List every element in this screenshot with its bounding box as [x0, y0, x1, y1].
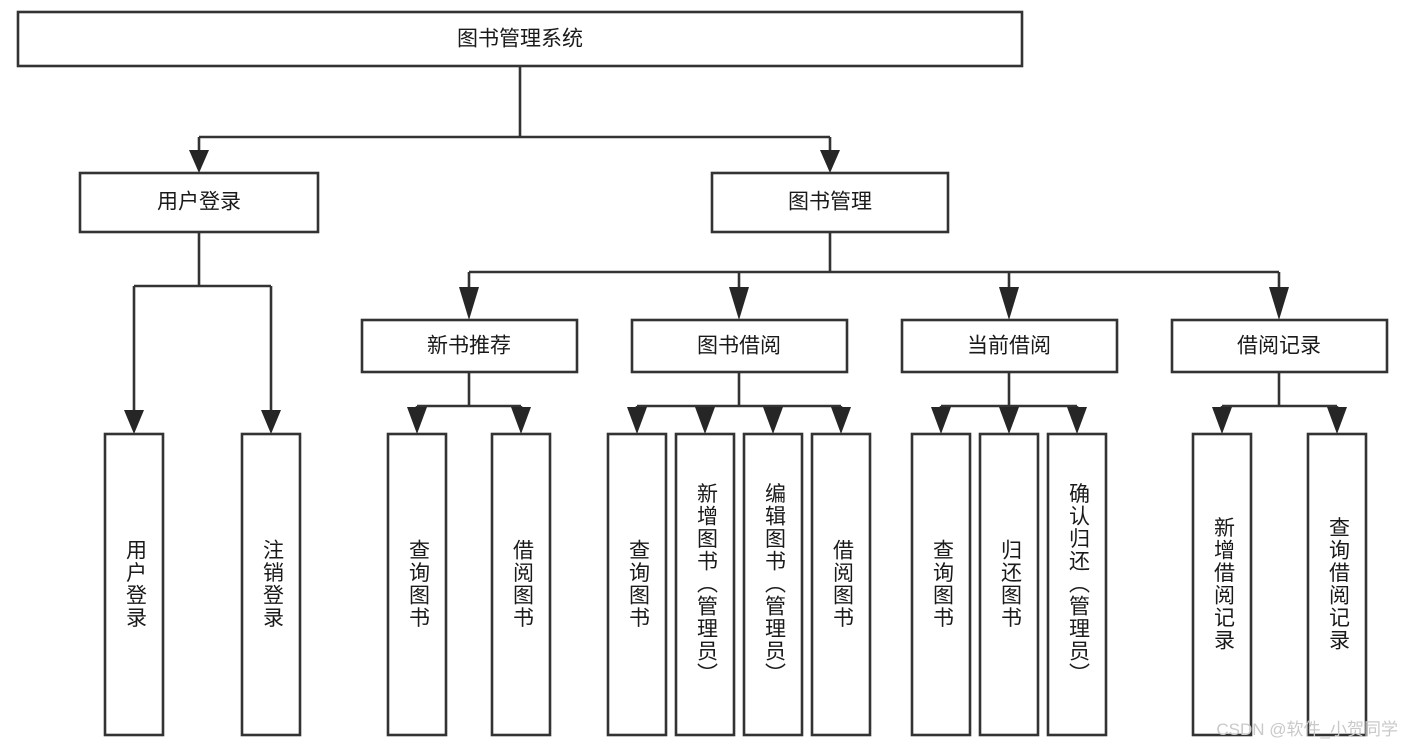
- arrowhead-user-login: [189, 150, 209, 173]
- arrowhead-leaf-borrow-book-2: [831, 407, 851, 434]
- node-leaf-add-book-box[interactable]: [674, 432, 736, 737]
- node-borrow-record[interactable]: 借阅记录: [1170, 318, 1389, 374]
- node-leaf-user-logout-label: 注销登录: [260, 539, 284, 629]
- arrowhead-leaf-borrow-book-1: [511, 407, 531, 434]
- arrowhead-leaf-confirm-return: [1067, 407, 1087, 434]
- node-leaf-add-book[interactable]: 新增图书（管理员）: [674, 432, 736, 737]
- node-leaf-user-login-box[interactable]: [103, 432, 165, 737]
- node-book-manage[interactable]: 图书管理: [710, 171, 950, 234]
- node-borrow-record-label: 借阅记录: [1237, 335, 1321, 358]
- node-leaf-query-book-3[interactable]: 查询图书: [910, 432, 972, 737]
- node-current-borrow-box[interactable]: [900, 318, 1119, 374]
- node-leaf-user-login[interactable]: 用户登录: [103, 432, 165, 737]
- node-leaf-query-book-1[interactable]: 查询图书: [386, 432, 448, 737]
- arrowhead-leaf-add-borrow-record: [1212, 407, 1232, 434]
- arrowhead-leaf-query-book-3: [931, 407, 951, 434]
- node-current-borrow-label: 当前借阅: [967, 335, 1051, 358]
- node-user-login[interactable]: 用户登录: [78, 171, 320, 234]
- node-leaf-return-book[interactable]: 归还图书: [978, 432, 1040, 737]
- node-root[interactable]: 图书管理系统: [16, 10, 1024, 68]
- node-leaf-query-book-2[interactable]: 查询图书: [606, 432, 668, 737]
- node-root-label: 图书管理系统: [457, 28, 583, 51]
- node-leaf-confirm-return[interactable]: 确认归还（管理员）: [1046, 432, 1108, 737]
- node-book-borrow[interactable]: 图书借阅: [630, 318, 849, 374]
- node-user-login-box[interactable]: [78, 171, 320, 234]
- arrowhead-book-manage: [820, 150, 840, 173]
- arrowhead-current-borrow: [999, 287, 1019, 320]
- arrowhead-leaf-query-borrow-record: [1327, 407, 1347, 434]
- node-leaf-edit-book-label: 编辑图书（管理员）: [762, 483, 786, 686]
- node-leaf-confirm-return-box[interactable]: [1046, 432, 1108, 737]
- node-leaf-query-book-3-box[interactable]: [910, 432, 972, 737]
- node-leaf-query-book-1-label: 查询图书: [406, 539, 430, 629]
- node-book-manage-box[interactable]: [710, 171, 950, 234]
- arrowhead-leaf-return-book: [999, 407, 1019, 434]
- node-leaf-borrow-book-1[interactable]: 借阅图书: [490, 432, 552, 737]
- csdn-watermark: CSDN @软件_小贺同学: [1216, 720, 1398, 739]
- arrowhead-leaf-user-login: [124, 410, 144, 434]
- node-leaf-add-borrow-record-label: 新增借阅记录: [1211, 517, 1235, 652]
- arrowhead-leaf-user-logout: [261, 410, 281, 434]
- arrowhead-leaf-add-book: [695, 407, 715, 434]
- connector-layer: [124, 66, 1347, 434]
- node-current-borrow[interactable]: 当前借阅: [900, 318, 1119, 374]
- node-leaf-query-borrow-record[interactable]: 查询借阅记录: [1306, 432, 1368, 737]
- arrowhead-leaf-query-book-2: [627, 407, 647, 434]
- node-leaf-return-book-label: 归还图书: [998, 539, 1022, 629]
- arrowhead-leaf-edit-book: [763, 407, 783, 434]
- node-book-borrow-box[interactable]: [630, 318, 849, 374]
- node-new-book-recommend-label: 新书推荐: [427, 335, 511, 358]
- node-book-borrow-label: 图书借阅: [697, 335, 781, 358]
- node-leaf-query-borrow-record-label: 查询借阅记录: [1326, 517, 1350, 652]
- node-leaf-add-book-label: 新增图书（管理员）: [694, 483, 718, 686]
- node-leaf-user-logout-box[interactable]: [240, 432, 302, 737]
- arrowhead-borrow-record: [1269, 287, 1289, 320]
- node-borrow-record-box[interactable]: [1170, 318, 1389, 374]
- node-new-book-recommend-box[interactable]: [360, 318, 579, 374]
- node-leaf-add-borrow-record-box[interactable]: [1191, 432, 1253, 737]
- node-leaf-query-book-1-box[interactable]: [386, 432, 448, 737]
- node-leaf-add-borrow-record[interactable]: 新增借阅记录: [1191, 432, 1253, 737]
- node-leaf-query-book-2-label: 查询图书: [626, 539, 650, 629]
- arrowhead-leaf-query-book-1: [407, 407, 427, 434]
- node-leaf-confirm-return-label: 确认归还（管理员）: [1066, 483, 1090, 686]
- node-book-manage-label: 图书管理: [788, 191, 872, 214]
- node-leaf-user-logout[interactable]: 注销登录: [240, 432, 302, 737]
- node-leaf-borrow-book-2[interactable]: 借阅图书: [810, 432, 872, 737]
- node-leaf-edit-book[interactable]: 编辑图书（管理员）: [742, 432, 804, 737]
- node-leaf-user-login-label: 用户登录: [123, 539, 147, 629]
- node-new-book-recommend[interactable]: 新书推荐: [360, 318, 579, 374]
- node-leaf-edit-book-box[interactable]: [742, 432, 804, 737]
- node-leaf-query-book-3-label: 查询图书: [930, 539, 954, 629]
- node-leaf-borrow-book-1-box[interactable]: [490, 432, 552, 737]
- node-leaf-query-book-2-box[interactable]: [606, 432, 668, 737]
- node-leaf-query-borrow-record-box[interactable]: [1306, 432, 1368, 737]
- node-leaf-return-book-box[interactable]: [978, 432, 1040, 737]
- node-leaf-borrow-book-1-label: 借阅图书: [510, 539, 534, 629]
- arrowhead-new-book-recommend: [459, 287, 479, 320]
- node-leaf-borrow-book-2-label: 借阅图书: [830, 539, 854, 629]
- arrowhead-book-borrow: [729, 287, 749, 320]
- node-user-login-label: 用户登录: [157, 191, 241, 214]
- node-root-box[interactable]: [16, 10, 1024, 68]
- node-leaf-borrow-book-2-box[interactable]: [810, 432, 872, 737]
